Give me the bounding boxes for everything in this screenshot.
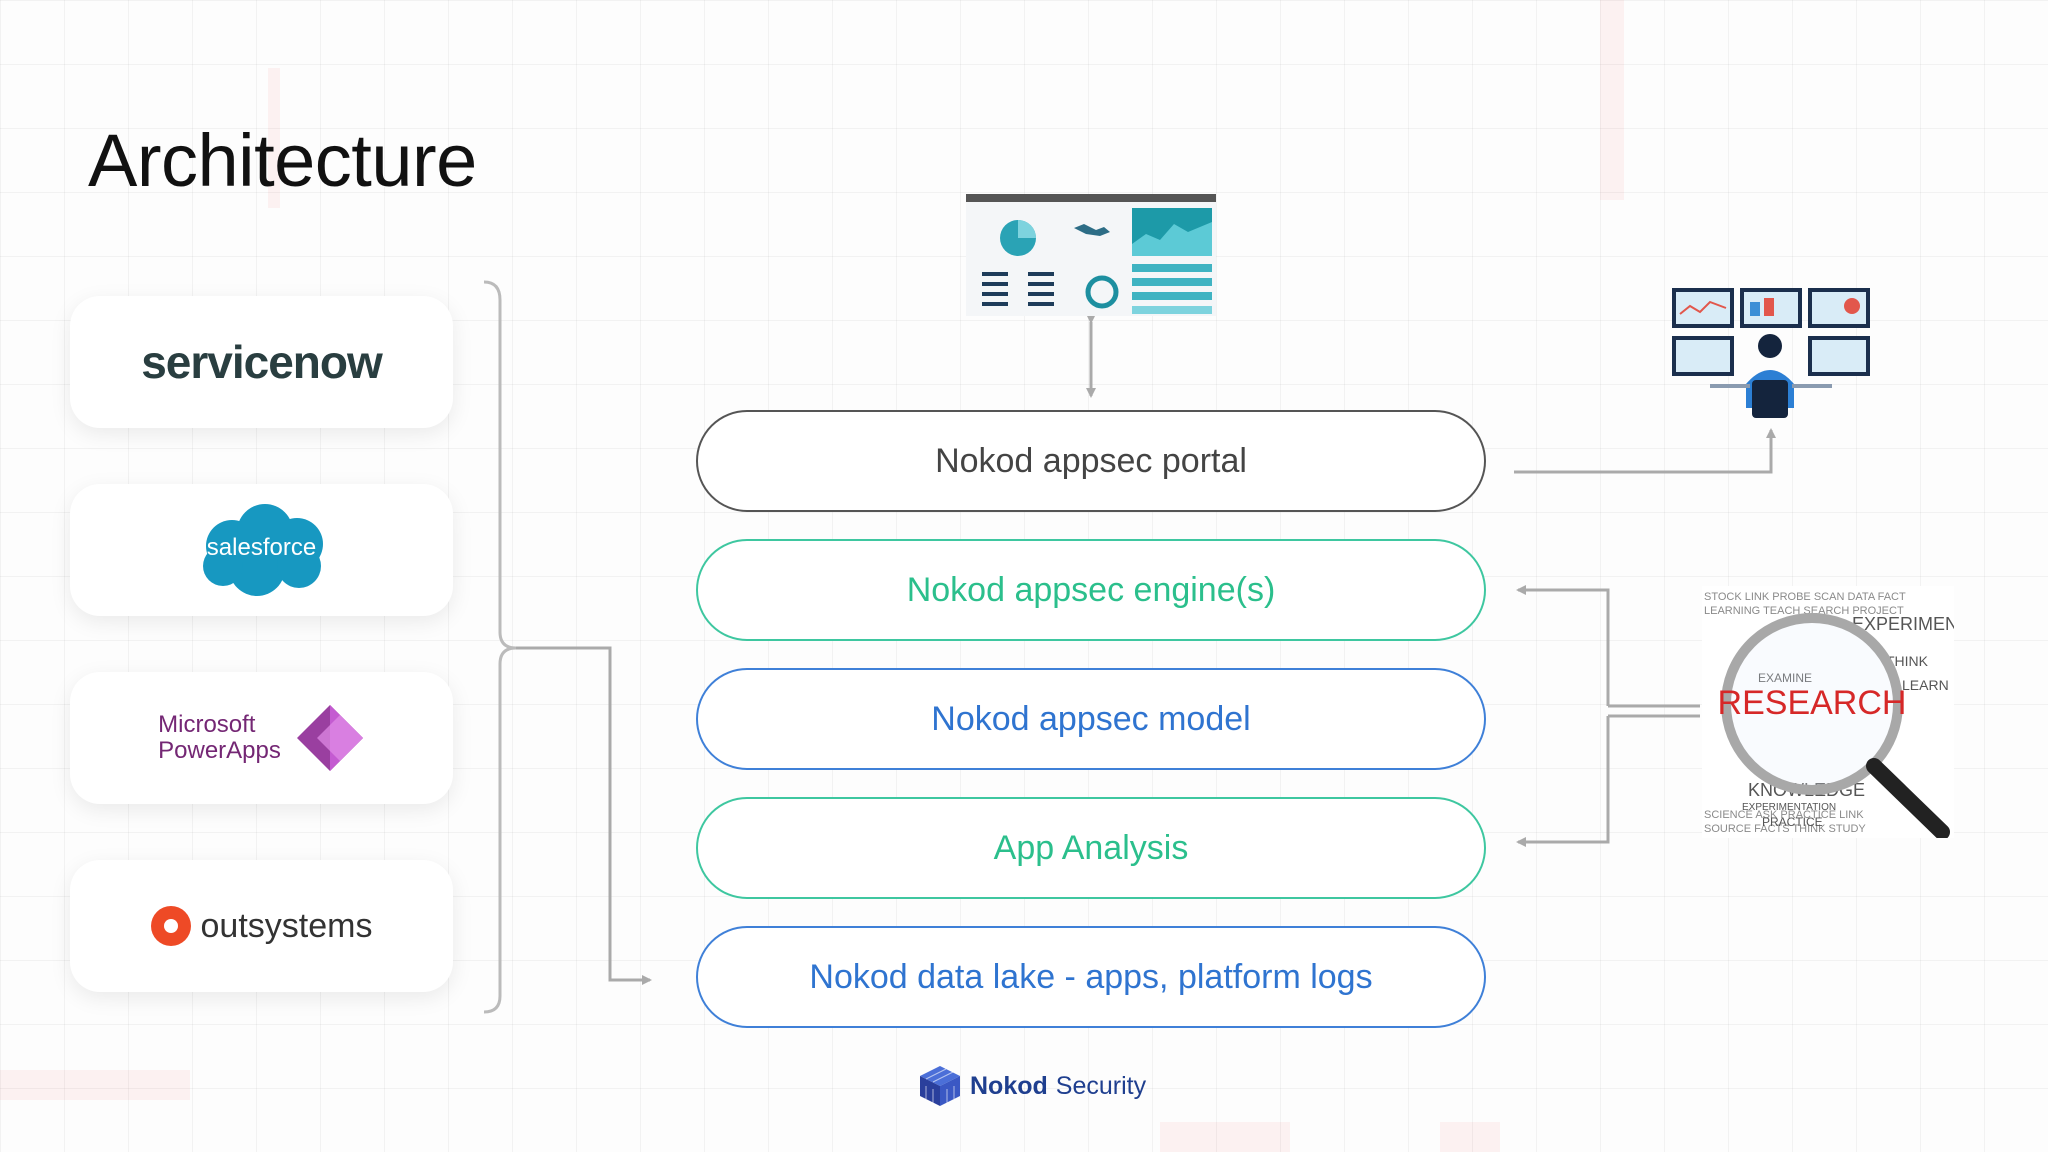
layer-app-analysis: App Analysis bbox=[696, 797, 1486, 899]
salesforce-label: salesforce bbox=[206, 534, 317, 561]
analyst-monitors-image bbox=[1670, 284, 1872, 424]
layer-portal-label: Nokod appsec portal bbox=[935, 441, 1247, 480]
layer-engine-label: Nokod appsec engine(s) bbox=[906, 570, 1276, 609]
sources-to-datalake-arrow bbox=[516, 646, 652, 985]
research-word: EXPERIMENT bbox=[1852, 614, 1954, 634]
decor-bar bbox=[0, 1070, 190, 1100]
powerapps-icon bbox=[296, 705, 363, 771]
svg-text:STOCK LINK PROBE SCAN DATA FAC: STOCK LINK PROBE SCAN DATA FACT bbox=[1704, 591, 1906, 603]
outsystems-label: outsystems bbox=[200, 906, 373, 945]
servicenow-logo: servicenow bbox=[141, 336, 383, 388]
outsystems-logo: outsystems bbox=[150, 906, 373, 946]
layer-model: Nokod appsec model bbox=[696, 668, 1486, 770]
research-to-analysis-arrow bbox=[1516, 716, 1610, 847]
salesforce-cloud-icon bbox=[202, 504, 323, 596]
research-to-engine-arrow bbox=[1516, 585, 1610, 706]
layer-engine: Nokod appsec engine(s) bbox=[696, 539, 1486, 641]
svg-text:LEARNING TEACH SEARCH PROJECT: LEARNING TEACH SEARCH PROJECT bbox=[1704, 605, 1904, 617]
research-image: STOCK LINK PROBE SCAN DATA FACT LEARNING… bbox=[1702, 586, 1954, 838]
decor-bar bbox=[1160, 1122, 1290, 1152]
dashboard-image bbox=[966, 194, 1216, 316]
outsystems-card: outsystems bbox=[70, 860, 453, 992]
research-main-word: RESEARCH bbox=[1718, 684, 1907, 722]
analyst-monitors-icon bbox=[1672, 288, 1870, 418]
salesforce-card: salesforce bbox=[70, 484, 453, 616]
layer-portal: Nokod appsec portal bbox=[696, 410, 1486, 512]
research-magnifier-icon: STOCK LINK PROBE SCAN DATA FACT LEARNING… bbox=[1702, 586, 1954, 838]
svg-text:SCIENCE ASK PRACTICE LINK: SCIENCE ASK PRACTICE LINK bbox=[1704, 809, 1864, 821]
layer-data-lake-label: Nokod data lake - apps, platform logs bbox=[809, 957, 1373, 996]
slide-title: Architecture bbox=[88, 119, 477, 202]
brand-name: Nokod bbox=[970, 1071, 1048, 1100]
salesforce-logo: salesforce bbox=[187, 500, 337, 600]
powerapps-line1: Microsoft bbox=[158, 711, 256, 738]
research-word: THINK bbox=[1886, 653, 1929, 669]
layer-data-lake: Nokod data lake - apps, platform logs bbox=[696, 926, 1486, 1028]
nokod-cube-icon bbox=[920, 1066, 960, 1106]
powerapps-line2: PowerApps bbox=[158, 737, 281, 764]
nokod-brand: Nokod Security bbox=[918, 1064, 1146, 1108]
outsystems-icon bbox=[150, 906, 191, 946]
research-word: LEARN bbox=[1902, 677, 1949, 693]
research-word: EXAMINE bbox=[1758, 671, 1812, 685]
decor-bar bbox=[268, 68, 280, 208]
research-connector bbox=[1608, 704, 1700, 718]
brand-suffix: Security bbox=[1055, 1071, 1147, 1100]
powerapps-card: Microsoft PowerApps bbox=[70, 672, 453, 804]
powerapps-logo: Microsoft PowerApps bbox=[158, 703, 365, 773]
dashboard-icon bbox=[966, 194, 1216, 316]
servicenow-card: servicenow bbox=[70, 296, 453, 428]
layer-app-analysis-label: App Analysis bbox=[993, 828, 1189, 867]
decor-bar bbox=[1440, 1122, 1500, 1152]
portal-to-user-arrow bbox=[1514, 428, 1776, 474]
svg-text:SOURCE FACTS THINK STUDY: SOURCE FACTS THINK STUDY bbox=[1704, 823, 1866, 835]
layer-model-label: Nokod appsec model bbox=[931, 699, 1251, 738]
research-word: EXPERIMENTATION bbox=[1742, 802, 1836, 813]
sources-bracket bbox=[483, 280, 517, 1014]
decor-bar bbox=[1600, 0, 1624, 200]
research-word: PRACTICE bbox=[1762, 815, 1823, 829]
